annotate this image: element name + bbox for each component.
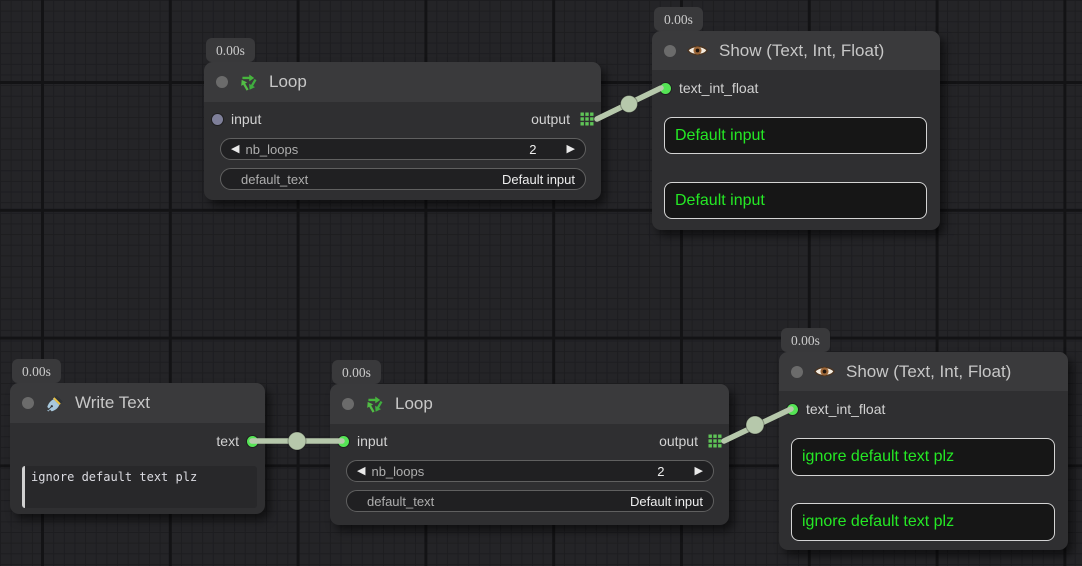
- input-socket-label: input: [231, 111, 262, 127]
- node-loop-bottom[interactable]: 0.00s Loop input output ◀ nb_loops 2 ▶ d…: [330, 360, 729, 525]
- execution-timer-badge: 0.00s: [12, 359, 61, 383]
- input-socket[interactable]: [787, 403, 798, 415]
- output-socket-grid-icon[interactable]: [708, 434, 722, 448]
- widget-label: nb_loops: [245, 141, 299, 157]
- node-titlebar[interactable]: Show (Text, Int, Float): [779, 352, 1068, 391]
- node-show-top[interactable]: 0.00s Show (Text, Int, Float) text_int_f…: [652, 7, 940, 230]
- execution-timer-badge: 0.00s: [654, 7, 703, 31]
- widget-value: Default input: [502, 171, 575, 187]
- input-socket-label: text_int_float: [806, 401, 886, 417]
- widget-value: 2: [657, 463, 665, 479]
- input-socket[interactable]: [212, 113, 223, 125]
- recycle-icon: [239, 73, 258, 92]
- nb-loops-number-widget[interactable]: ◀ nb_loops 2 ▶: [220, 138, 586, 160]
- text-display-box[interactable]: Default input: [664, 117, 927, 154]
- text-display-box[interactable]: ignore default text plz: [791, 438, 1055, 476]
- input-socket[interactable]: [660, 82, 671, 94]
- eye-icon: [687, 45, 708, 56]
- node-titlebar[interactable]: Loop: [330, 384, 729, 424]
- text-display-box[interactable]: ignore default text plz: [791, 503, 1055, 541]
- node-title: Show (Text, Int, Float): [719, 40, 885, 60]
- input-socket-label: input: [357, 433, 388, 449]
- recycle-icon: [365, 395, 384, 414]
- link-midpoint-dot[interactable]: [287, 431, 307, 451]
- output-socket-label: output: [531, 111, 570, 127]
- collapse-dot[interactable]: [791, 365, 803, 378]
- execution-timer-badge: 0.00s: [781, 328, 830, 352]
- output-socket-label: output: [659, 433, 698, 449]
- collapse-dot[interactable]: [664, 44, 676, 57]
- node-titlebar[interactable]: Show (Text, Int, Float): [652, 31, 940, 70]
- node-write-text[interactable]: 0.00s Write Text text ignore default tex…: [10, 359, 265, 514]
- increment-arrow-icon[interactable]: ▶: [694, 464, 703, 477]
- eye-icon: [814, 366, 835, 377]
- input-socket[interactable]: [338, 435, 349, 447]
- input-socket-label: text_int_float: [679, 80, 759, 96]
- node-title: Show (Text, Int, Float): [846, 361, 1012, 381]
- node-titlebar[interactable]: Write Text: [10, 383, 265, 423]
- default-text-widget[interactable]: default_text Default input: [220, 168, 586, 190]
- widget-label: default_text: [367, 493, 435, 509]
- widget-value: Default input: [630, 493, 703, 509]
- widget-label: nb_loops: [371, 463, 425, 479]
- increment-arrow-icon[interactable]: ▶: [566, 142, 575, 155]
- node-show-bottom[interactable]: 0.00s Show (Text, Int, Float) text_int_f…: [779, 328, 1068, 550]
- node-title: Loop: [269, 72, 307, 91]
- nb-loops-number-widget[interactable]: ◀ nb_loops 2 ▶: [346, 460, 714, 482]
- node-title: Loop: [395, 394, 433, 413]
- widget-label: default_text: [241, 171, 309, 187]
- execution-timer-badge: 0.00s: [206, 38, 255, 62]
- default-text-widget[interactable]: default_text Default input: [346, 490, 714, 512]
- collapse-dot[interactable]: [342, 398, 354, 410]
- output-socket-label: text: [216, 433, 239, 449]
- link-midpoint-dot[interactable]: [745, 415, 765, 435]
- widget-value: 2: [529, 141, 537, 157]
- execution-timer-badge: 0.00s: [332, 360, 381, 384]
- output-socket-grid-icon[interactable]: [580, 112, 594, 126]
- decrement-arrow-icon[interactable]: ◀: [357, 464, 366, 477]
- node-title: Write Text: [75, 393, 150, 412]
- decrement-arrow-icon[interactable]: ◀: [231, 142, 240, 155]
- collapse-dot[interactable]: [22, 397, 34, 409]
- link-midpoint-dot[interactable]: [620, 95, 638, 113]
- output-socket[interactable]: [247, 435, 258, 447]
- node-titlebar[interactable]: Loop: [204, 62, 601, 102]
- text-input-area[interactable]: ignore default text plz: [22, 466, 257, 508]
- collapse-dot[interactable]: [216, 76, 228, 88]
- fountain-pen-icon: [46, 394, 64, 412]
- text-display-box[interactable]: Default input: [664, 182, 927, 219]
- node-loop-top[interactable]: 0.00s Loop input output ◀ nb_loops 2 ▶ d…: [204, 38, 601, 200]
